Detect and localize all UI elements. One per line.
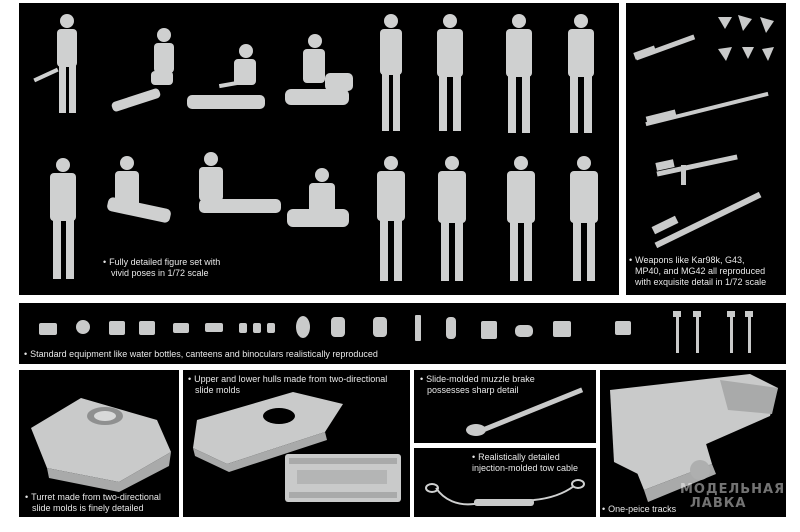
- tow-cable-illustration: [425, 479, 585, 506]
- figure-standing-5: [568, 14, 594, 133]
- rifle-g43: [645, 91, 769, 127]
- figure-standing-2: [380, 14, 402, 131]
- figures-caption-line-2: vivid poses in 1/72 scale: [111, 268, 209, 278]
- figure-sitting-3: [285, 34, 353, 105]
- figure-standing-1: [33, 14, 77, 113]
- tow-cable-panel: •Realistically detailed injection-molded…: [414, 448, 596, 517]
- figure-standing-4: [506, 14, 532, 133]
- figure-standing-7: [377, 156, 405, 281]
- turret-caption-line-1: Turret made from two-directional: [31, 492, 161, 502]
- muzzle-illustration: [466, 387, 584, 436]
- figures-caption: •Fully detailed figure set with vivid po…: [103, 257, 221, 278]
- rifle-kar98k: [633, 34, 696, 61]
- turret-illustration: [31, 398, 171, 492]
- equipment-parts: [39, 311, 753, 353]
- weapons-caption: •Weapons like Kar98k, G43, MP40, and MG4…: [629, 255, 767, 287]
- figures-caption-line-1: Fully detailed figure set with: [109, 257, 221, 267]
- turret-caption: •Turret made from two-directional slide …: [25, 492, 161, 513]
- figures-panel: •Fully detailed figure set with vivid po…: [19, 3, 619, 295]
- figure-standing-9: [507, 156, 535, 281]
- weapons-caption-line-1: Weapons like Kar98k, G43,: [635, 255, 745, 265]
- hulls-illustration: [193, 392, 401, 502]
- figures-illustration: [33, 14, 598, 281]
- muzzle-caption: •Slide-molded muzzle brake possesses sha…: [420, 374, 535, 395]
- weapons-caption-line-2: MP40, and MG42 all reproduced: [635, 266, 766, 276]
- smg-mp40: [655, 154, 738, 185]
- equipment-illustration: [39, 311, 753, 353]
- tow-cable-caption-line-2: injection-molded tow cable: [472, 463, 579, 473]
- mg-mg42: [651, 191, 762, 249]
- equipment-caption: •Standard equipment like water bottles, …: [24, 349, 378, 359]
- figure-standing-3: [437, 14, 463, 131]
- figure-standing-8: [438, 156, 466, 281]
- watermark: МОДЕЛЬНАЯ ЛАВКА: [680, 483, 785, 511]
- hulls-panel: •Upper and lower hulls made from two-dir…: [183, 370, 410, 517]
- equipment-caption-text: Standard equipment like water bottles, c…: [30, 349, 378, 359]
- upper-hull-part: [193, 392, 343, 472]
- tow-cable-caption-line-1: Realistically detailed: [478, 452, 560, 462]
- figure-sitting-4: [107, 156, 171, 223]
- hulls-caption-line-2: slide molds: [195, 385, 241, 395]
- muzzle-caption-line-2: possesses sharp detail: [427, 385, 519, 395]
- weapons-illustration: [633, 15, 774, 249]
- weapons-panel: •Weapons like Kar98k, G43, MP40, and MG4…: [626, 3, 786, 295]
- muzzle-caption-line-1: Slide-molded muzzle brake: [426, 374, 535, 384]
- gun-barrel-part: [466, 387, 584, 436]
- tow-cable-caption: •Realistically detailed injection-molded…: [472, 452, 579, 473]
- hulls-caption: •Upper and lower hulls made from two-dir…: [188, 374, 388, 395]
- figure-standing-10: [570, 156, 598, 281]
- watermark-line-2: ЛАВКА: [690, 496, 747, 511]
- turret-caption-line-2: slide molds is finely detailed: [32, 503, 144, 513]
- tracks-illustration: [610, 374, 778, 502]
- hulls-caption-line-1: Upper and lower hulls made from two-dire…: [194, 374, 388, 384]
- figure-sitting-2: [187, 44, 265, 109]
- weapons-caption-line-3: with exquisite detail in 1/72 scale: [635, 277, 767, 287]
- tracks-part: [610, 374, 778, 502]
- tracks-panel: •One-peice tracks: [600, 370, 786, 517]
- figure-sitting-6: [287, 168, 349, 227]
- figure-standing-6: [50, 158, 76, 279]
- figure-sitting-5: [199, 152, 281, 213]
- tracks-caption: •One-peice tracks: [602, 504, 677, 514]
- lower-hull-part: [285, 454, 401, 502]
- figure-sitting-1: [111, 28, 174, 112]
- turret-panel: •Turret made from two-directional slide …: [19, 370, 179, 517]
- tow-cable-part: [425, 479, 585, 506]
- watermark-line-1: МОДЕЛЬНАЯ: [680, 482, 786, 497]
- turret-part: [31, 398, 171, 492]
- equipment-panel: •Standard equipment like water bottles, …: [19, 303, 786, 364]
- muzzle-panel: •Slide-molded muzzle brake possesses sha…: [414, 370, 596, 443]
- tracks-caption-text: One-peice tracks: [608, 504, 677, 514]
- tent-pieces: [718, 15, 774, 61]
